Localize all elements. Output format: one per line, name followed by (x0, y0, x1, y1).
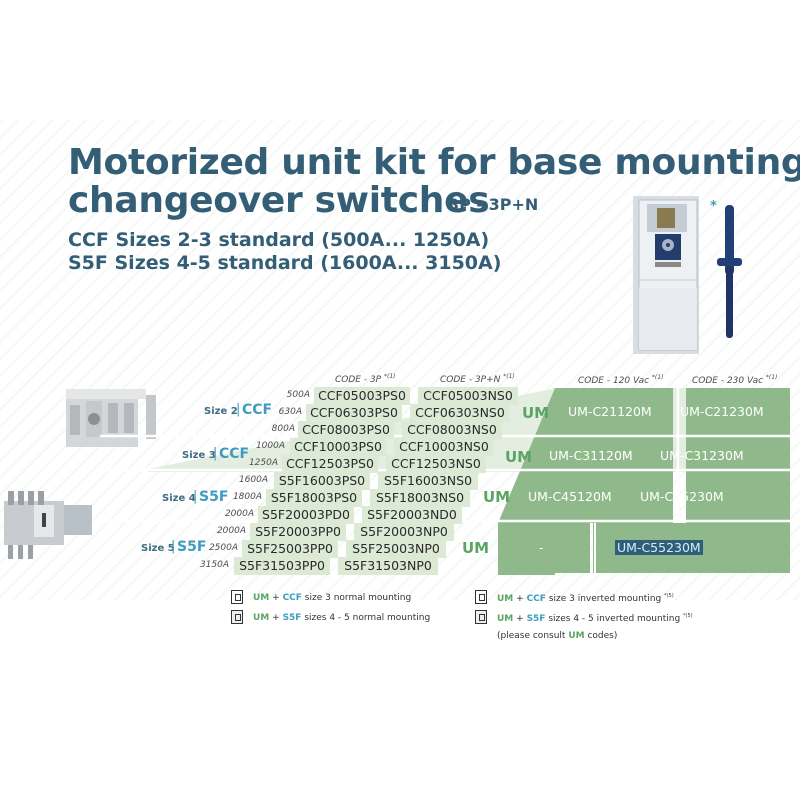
code-120vac: UM-C31120M (549, 448, 633, 463)
pole-config: 3P - 3P+N (448, 195, 539, 214)
legend-item: UM + S5F sizes 4 - 5 inverted mounting *… (497, 613, 693, 624)
header-code-120vac: CODE - 120 Vac *(1) (578, 374, 664, 386)
size-series: S5F (199, 489, 229, 505)
code-3pn: CCF05003NS0 (418, 387, 518, 405)
code-230vac: UM-C45230M (640, 489, 724, 504)
code-120vac: UM-C45120M (528, 489, 612, 504)
size-series: S5F (177, 539, 207, 555)
code-3p: CCF12503PS0 (282, 455, 378, 473)
amp-label: 2500A (208, 543, 238, 553)
code-3pn: CCF10003NS0 (394, 438, 494, 456)
code-3p: CCF10003PS0 (290, 438, 386, 456)
code-120vac: UM-C21120M (568, 404, 652, 419)
um-marker: UM (462, 539, 490, 557)
size-label: Size 5 (141, 543, 175, 554)
code-230vac: UM-C21230M (680, 404, 764, 419)
size-series: CCF (219, 446, 250, 462)
amp-label: 1000A (255, 441, 285, 451)
amp-label: 630A (278, 407, 302, 417)
amp-label: 3150A (199, 560, 229, 570)
header-code-3p: CODE - 3P *(1) (335, 373, 396, 385)
legend-item: UM + S5F sizes 4 - 5 normal mounting (253, 613, 431, 623)
code-3pn: S5F16003NS0 (378, 472, 478, 490)
code-230vac: UM-C31230M (660, 448, 744, 463)
switch-ccf-image (66, 389, 156, 447)
legend-item: UM + CCF size 3 inverted mounting *(5) (497, 593, 674, 604)
size-label: Size 4 (162, 493, 196, 504)
amp-label: 2000A (216, 526, 246, 536)
um-marker: UM (522, 404, 550, 422)
size-separator: | (171, 539, 176, 554)
normal-mount-s5f-icon (231, 610, 243, 624)
header-code-3pn: CODE - 3P+N *(1) (440, 373, 515, 385)
code-3pn: S5F20003ND0 (362, 506, 462, 524)
inverted-mount-s5f-icon (475, 610, 487, 624)
size-separator: | (193, 489, 198, 504)
size-separator: | (236, 402, 241, 417)
amp-label: 2000A (224, 509, 254, 519)
page-title: Motorized unit kit for base mounting (68, 142, 800, 183)
um-marker: UM (505, 448, 533, 466)
code-3p: S5F31503PP0 (234, 557, 330, 575)
code-3p: S5F16003PS0 (274, 472, 370, 490)
amp-label: 1600A (238, 475, 268, 485)
amp-label: 800A (271, 424, 295, 434)
code-3p: CCF08003PS0 (298, 421, 394, 439)
code-3p: S5F20003PD0 (258, 506, 354, 524)
amp-label: 500A (286, 390, 310, 400)
code-3p: CCF05003PS0 (314, 387, 410, 405)
amp-label: 1800A (232, 492, 262, 502)
normal-mount-ccf-icon (231, 590, 243, 604)
code-3pn: CCF12503NS0 (386, 455, 486, 473)
size-label: Size 3 (182, 450, 216, 461)
code-3p: S5F25003PP0 (242, 540, 338, 558)
code-3pn: CCF06303NS0 (410, 404, 510, 422)
size-separator: | (213, 446, 218, 461)
code-3pn: S5F20003NP0 (354, 523, 454, 541)
code-3pn: CCF08003NS0 (402, 421, 502, 439)
legend-item: UM + CCF size 3 normal mounting (253, 593, 412, 603)
code-3p: CCF06303PS0 (306, 404, 402, 422)
size-label: Size 2 (204, 406, 238, 417)
code-3pn: S5F18003NS0 (370, 489, 470, 507)
motor-unit-image: * (633, 196, 742, 354)
code-120vac: - (539, 540, 544, 555)
consult-note: (please consult UM codes) (497, 631, 618, 641)
image-asterisk: * (710, 199, 717, 214)
subtitle-s5f: S5F Sizes 4-5 standard (1600A... 3150A) (68, 252, 502, 274)
header-code-230vac: CODE - 230 Vac *(1) (692, 374, 778, 386)
um-marker: UM (483, 488, 511, 506)
inverted-mount-ccf-icon (475, 590, 487, 604)
subtitle-ccf: CCF Sizes 2-3 standard (500A... 1250A) (68, 229, 490, 251)
switch-s5f-image (4, 491, 92, 559)
amp-label: 1250A (248, 458, 278, 468)
code-3p: S5F20003PP0 (250, 523, 346, 541)
code-3pn: S5F25003NP0 (346, 540, 446, 558)
code-3p: S5F18003PS0 (266, 489, 362, 507)
size-series: CCF (242, 402, 273, 418)
code-3pn: S5F31503NP0 (338, 557, 438, 575)
page-title-line2: changeover switches (68, 180, 490, 221)
code-230vac-selected[interactable]: UM-C55230M (615, 540, 703, 555)
